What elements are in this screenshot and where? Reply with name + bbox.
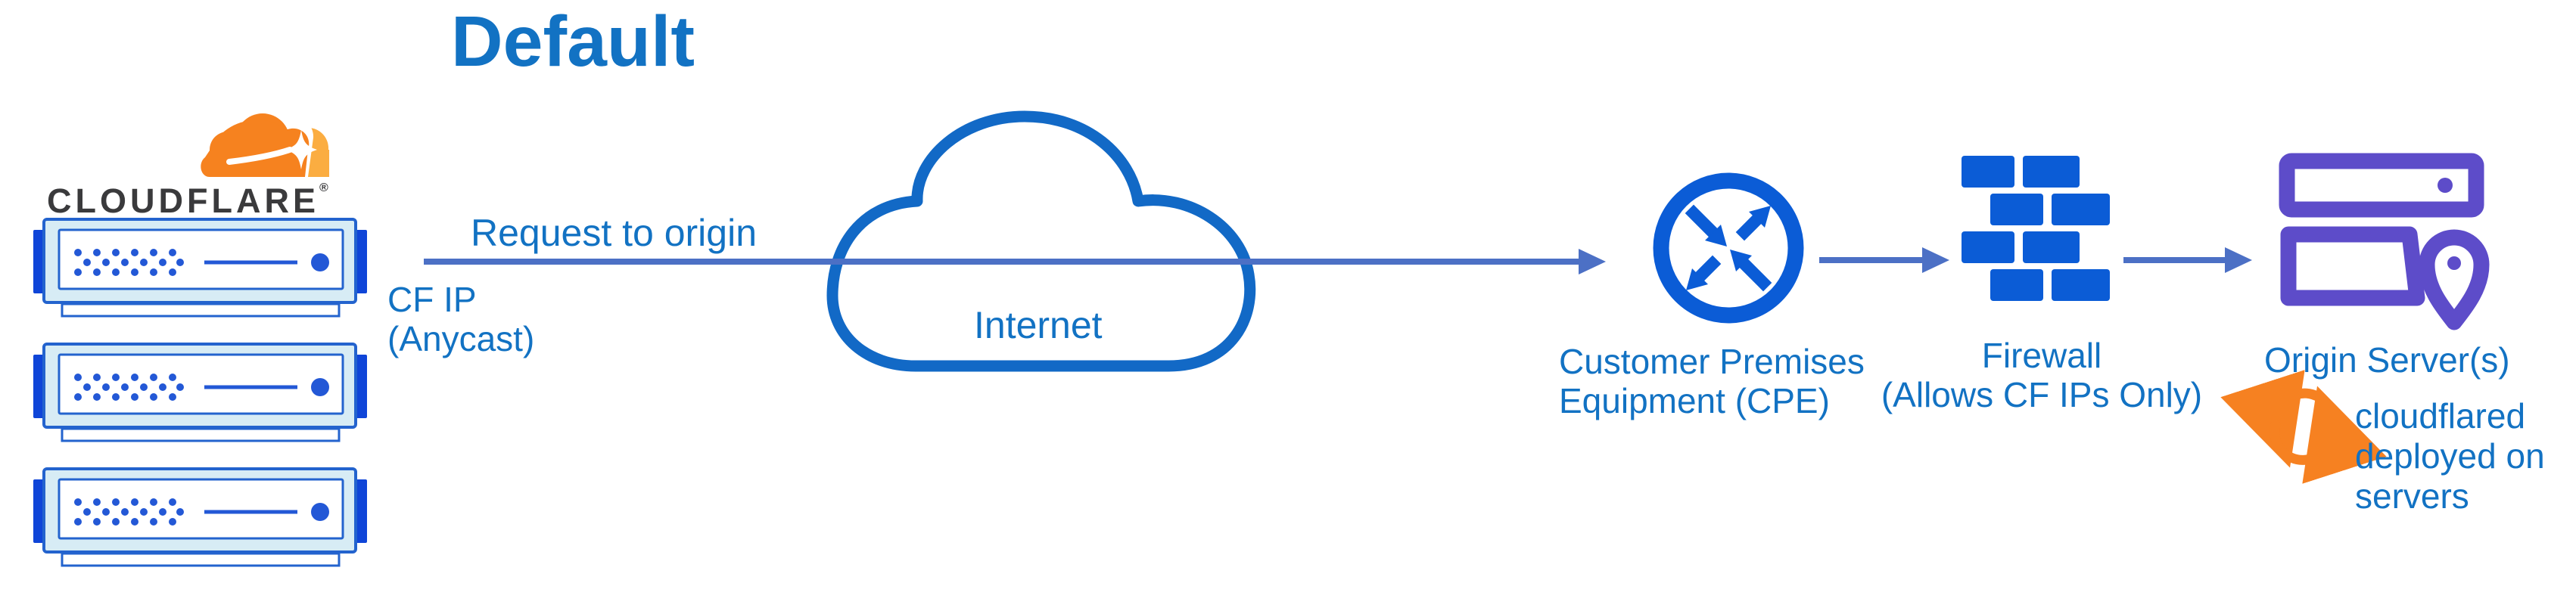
internet-label: Internet	[974, 304, 1103, 346]
registered-mark: ®	[319, 181, 328, 194]
origin-servers-icon	[2278, 151, 2497, 333]
diagram-title: Default	[451, 2, 695, 82]
cpe-label: Customer Premises Equipment (CPE)	[1559, 342, 1865, 420]
cpe-router-icon	[1653, 172, 1804, 324]
cloudflare-wordmark: CLOUDFLARE®	[47, 181, 328, 220]
edge-server-icon	[33, 343, 371, 444]
cf-ip-label: CF IP (Anycast)	[387, 280, 535, 358]
edge-server-icon	[33, 467, 371, 569]
request-to-origin-label: Request to origin	[471, 212, 758, 254]
cloudflared-sync-icon	[2220, 370, 2387, 484]
origin-servers-label: Origin Server(s)	[2264, 340, 2510, 380]
cloudflare-cloud-icon	[194, 110, 335, 180]
firewall-label: Firewall (Allows CF IPs Only)	[1881, 336, 2203, 414]
internet-cloud-icon	[826, 110, 1265, 372]
firewall-brick-icon	[1960, 156, 2111, 301]
edge-server-icon	[33, 218, 371, 319]
cloudflared-label: cloudflared deployed on servers	[2355, 396, 2545, 516]
